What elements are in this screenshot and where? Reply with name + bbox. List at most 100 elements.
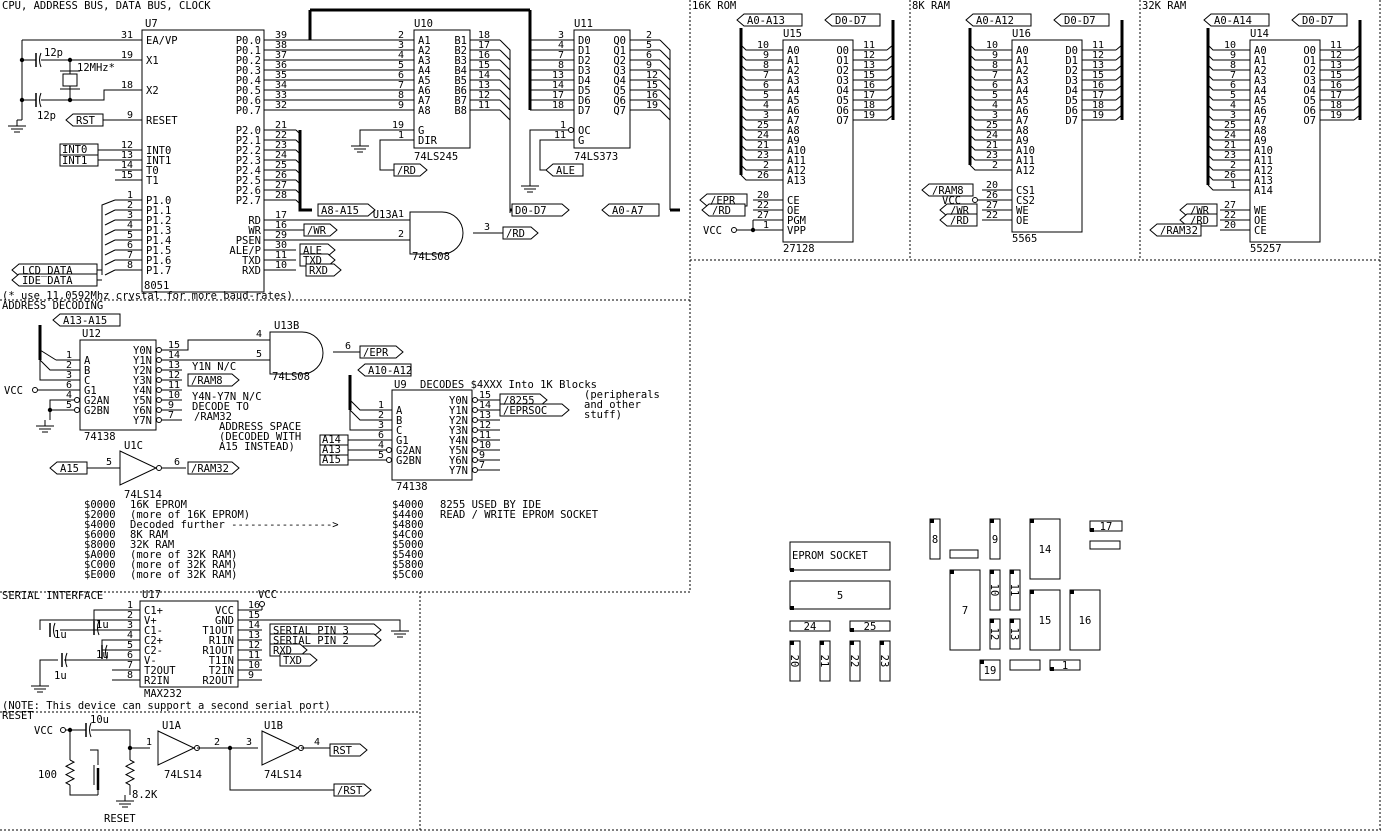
u16-wr-label: /WR	[950, 205, 970, 217]
wire	[1207, 174, 1250, 181]
u14-a-pin-name: A12	[1254, 165, 1273, 177]
u17-part: MAX232	[144, 688, 182, 700]
memmap-right-address: $4C00	[392, 529, 424, 541]
u11-pin-name: Q1	[613, 45, 626, 57]
u15-a-pin-number: 7	[763, 70, 769, 81]
u14-part: 55257	[1250, 243, 1282, 255]
u16-a-pin-number: 3	[992, 110, 998, 121]
wire	[39, 659, 58, 680]
u10-g-number: 19	[392, 120, 404, 131]
u13b-in1: 4	[256, 329, 262, 340]
layout-part-16-label: 16	[1079, 615, 1092, 627]
memmap-left-desc: (more of 16K EPROM)	[130, 509, 250, 521]
u14-a-pin-name: A11	[1254, 155, 1273, 167]
u13b-out: 6	[345, 341, 351, 352]
u15-o-pin-number: 15	[863, 70, 875, 81]
wire	[182, 339, 270, 351]
cpu-wr-label-flag	[303, 223, 338, 237]
wire	[740, 54, 783, 61]
u14-o-pin-name: O6	[1303, 105, 1316, 117]
wire	[90, 749, 99, 765]
wire	[499, 59, 511, 213]
section-title-address-decoding: ADDRESS DECODING	[2, 300, 103, 312]
layout-part-23	[879, 640, 891, 682]
memmap-left-desc: (more of 32K RAM)	[130, 559, 237, 571]
u14-a-pin-name: A5	[1254, 95, 1267, 107]
wire	[1207, 64, 1250, 71]
serial-pin-2-label: SERIAL PIN 2	[273, 635, 349, 647]
u17-right-number: 13	[248, 630, 260, 641]
layout-part-1-label: 1	[1062, 660, 1068, 672]
layout-part-11-label: 11	[1008, 584, 1020, 597]
capacitor	[97, 620, 100, 636]
u14-ram32-label-flag	[1149, 223, 1202, 237]
u15-a-pin-number: 2	[763, 160, 769, 171]
u1b-ref: U1B	[264, 720, 283, 732]
u12-ram8-label-flag	[187, 373, 240, 387]
pin1-marker	[950, 570, 954, 574]
u12-out-name: Y1N	[133, 355, 152, 367]
wire	[39, 360, 56, 381]
u15-a-pin-name: A4	[787, 85, 800, 97]
crystal-note: (* use 11.0592Mhz crystal for more baud-…	[2, 290, 293, 302]
u11-pin-name: Q4	[613, 75, 626, 87]
u10-pin-number: 2	[398, 30, 404, 41]
u15-rd-label-flag	[701, 203, 746, 217]
u16-a-pin-name: A4	[1016, 85, 1029, 97]
u11-pin-number: 4	[558, 40, 564, 51]
u16-rd-label: /RD	[950, 215, 969, 227]
u17-left-name: C1-	[144, 625, 163, 637]
memmap-left-desc: (more of 32K RAM)	[130, 549, 237, 561]
wire	[499, 99, 511, 213]
u11-pin-number: 3	[558, 30, 564, 41]
u9-in-name: G1	[396, 435, 409, 447]
u12-out-name: Y6N	[133, 405, 152, 417]
u14-a-pin-number: 10	[1224, 40, 1236, 51]
u7-pin-number: 16	[275, 220, 287, 231]
layout-part-plate	[1009, 659, 1041, 671]
u15-a-pin-name: A8	[787, 125, 800, 137]
u17-left-number: 7	[127, 660, 133, 671]
u1a-in: 1	[146, 737, 152, 748]
layout-part-12-label: 12	[988, 628, 1000, 641]
u11-pin-name: Q2	[613, 55, 626, 67]
wire	[969, 114, 1012, 121]
junction	[67, 57, 73, 63]
u14-ctrl-pin-number: 27	[1224, 200, 1236, 211]
u11-pin-number: 2	[646, 30, 652, 41]
wire	[740, 74, 783, 81]
resistor	[64, 759, 76, 786]
c-12p-2: 12p	[37, 110, 56, 122]
u16-ref: U16	[1012, 28, 1031, 40]
u11-pin-number: 6	[646, 50, 652, 61]
u14-a-pin-number: 9	[1230, 50, 1236, 61]
u17-left-name: V+	[144, 615, 157, 627]
u15-a-pin-number: 21	[757, 140, 769, 151]
u11-ref: U11	[574, 18, 593, 30]
components	[11, 13, 1348, 797]
u10-pin-number: 12	[478, 90, 490, 101]
pin1-marker	[850, 641, 854, 645]
u15-a-pin-number: 5	[763, 90, 769, 101]
cpu-rxd-label-flag	[305, 263, 342, 277]
u14-o-pin-name: O4	[1303, 85, 1316, 97]
wire	[1207, 144, 1250, 151]
u16-ctrl-pin-name: CS1	[1016, 185, 1035, 197]
wire	[295, 189, 301, 195]
wire	[295, 139, 301, 145]
u17-right-number: 11	[248, 650, 260, 661]
memmap-left-address: $E000	[84, 569, 116, 581]
u1a-out: 2	[214, 737, 220, 748]
u7-pin-name: P2.1	[236, 135, 261, 147]
u11-pin-number: 8	[558, 60, 564, 71]
u14-a-pin-number: 7	[1230, 70, 1236, 81]
u7-pin-number: 6	[127, 240, 133, 251]
u7-pin-name: T0	[146, 165, 159, 177]
u9-out-name: Y3N	[449, 425, 468, 437]
memmap-left-address: $A000	[84, 549, 116, 561]
u9-out-number: 15	[479, 390, 491, 401]
u7-pin-name: P1.3	[146, 225, 171, 237]
wire	[740, 134, 783, 141]
u7-pin-name: P1.4	[146, 235, 171, 247]
u7-pin-name: P0.5	[236, 85, 261, 97]
